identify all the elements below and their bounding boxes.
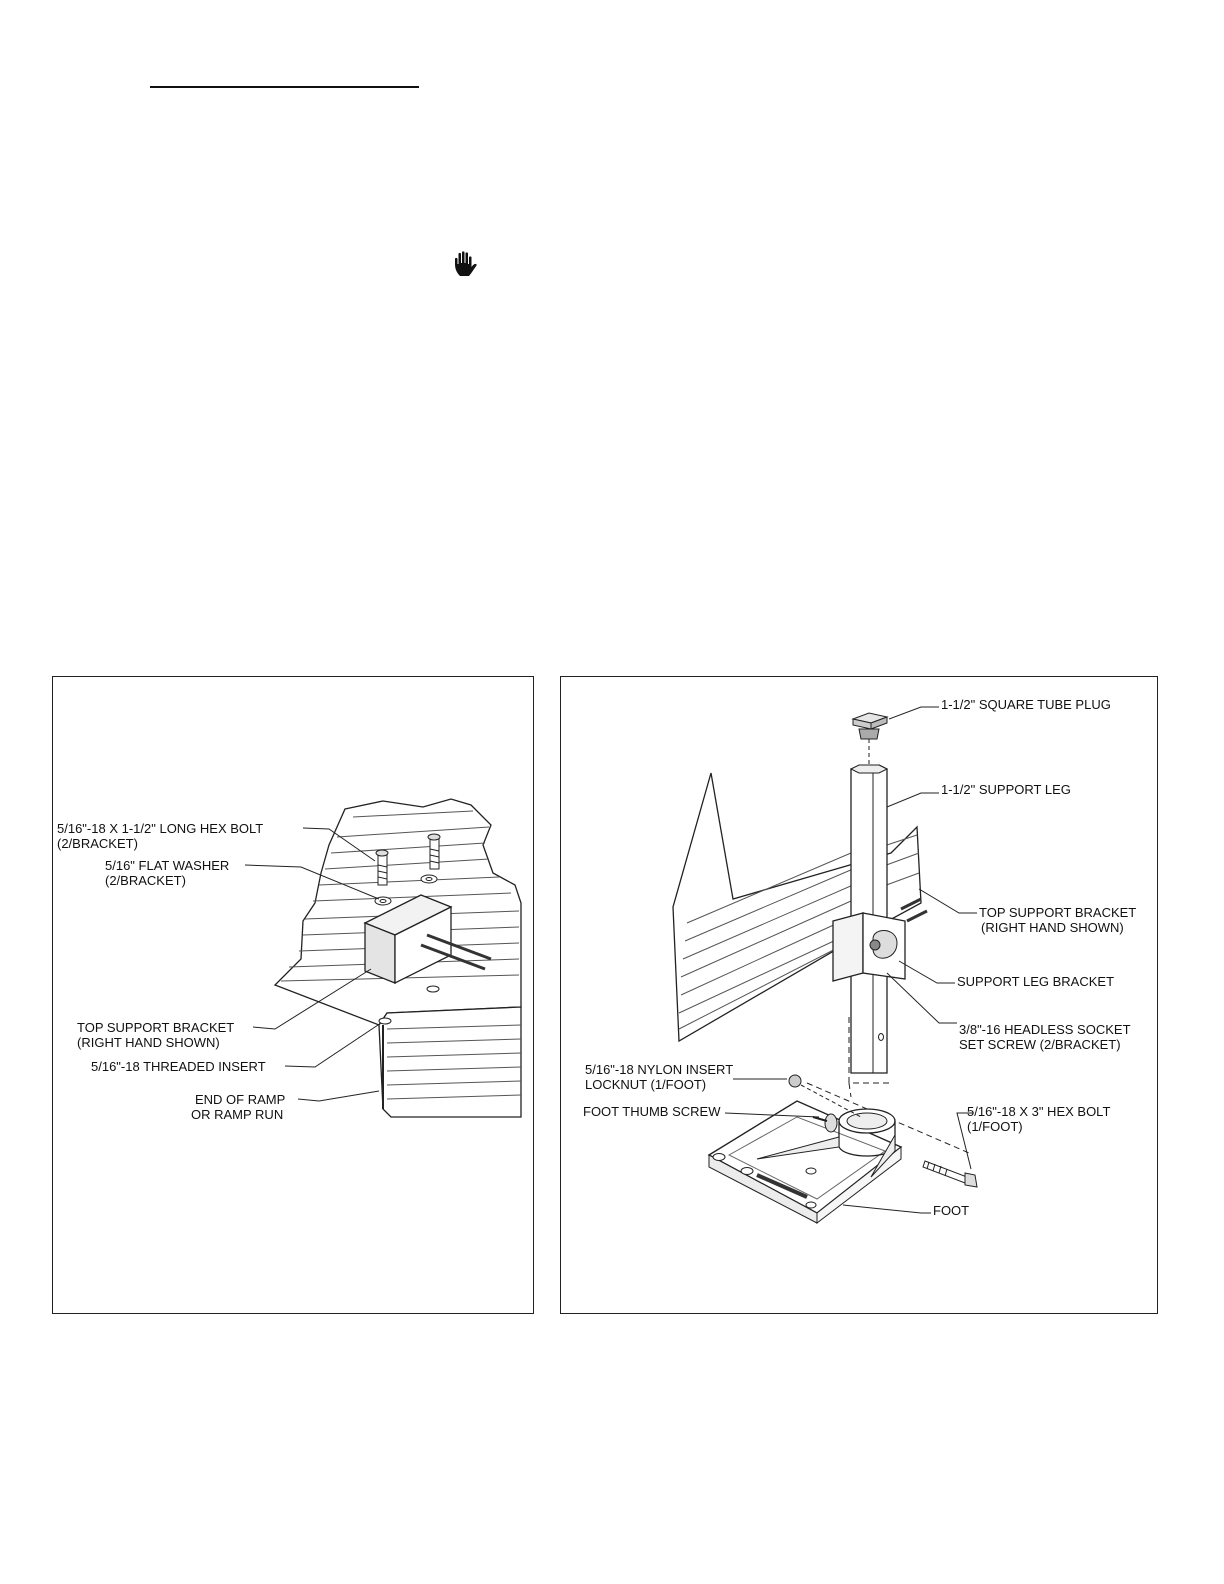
leg-phantom: [806, 1017, 970, 1154]
figure-top-support-bracket: 5/16"-18 X 1-1/2" LONG HEX BOLT (2/BRACK…: [52, 676, 534, 1314]
hand-stop-icon: [455, 251, 477, 276]
label-end-of-ramp-alt: OR RAMP RUN: [191, 1107, 283, 1122]
label-locknut: 5/16"-18 NYLON INSERT: [585, 1062, 733, 1077]
hex-bolt-3in-part: [922, 1160, 978, 1188]
label-top-support-bracket: TOP SUPPORT BRACKET: [979, 905, 1136, 920]
label-support-leg: 1-1/2" SUPPORT LEG: [941, 782, 1071, 797]
label-thumb-screw: FOOT THUMB SCREW: [583, 1104, 721, 1119]
figure-support-leg-foot: 1-1/2" SQUARE TUBE PLUG 1-1/2" SUPPORT L…: [560, 676, 1158, 1314]
label-hex-bolt: 5/16"-18 X 1-1/2" LONG HEX BOLT: [57, 821, 263, 836]
label-locknut-qty: LOCKNUT (1/FOOT): [585, 1077, 706, 1092]
label-threaded-insert: 5/16"-18 THREADED INSERT: [91, 1059, 266, 1074]
label-flat-washer: 5/16" FLAT WASHER: [105, 858, 229, 873]
square-tube-plug: [851, 712, 889, 765]
label-foot: FOOT: [933, 1203, 969, 1218]
heading-underline: [150, 86, 419, 88]
label-top-support-bracket: TOP SUPPORT BRACKET: [77, 1020, 234, 1035]
label-tube-plug: 1-1/2" SQUARE TUBE PLUG: [941, 697, 1111, 712]
label-hex-bolt: 5/16"-18 X 3" HEX BOLT: [967, 1104, 1110, 1119]
label-support-leg-bracket: SUPPORT LEG BRACKET: [957, 974, 1114, 989]
top-support-bracket-part: [363, 894, 492, 985]
label-set-screw-qty: SET SCREW (2/BRACKET): [959, 1037, 1121, 1052]
end-of-ramp-lip: [378, 1006, 522, 1118]
leader-lines: [244, 827, 382, 1102]
label-hex-bolt-qty: (1/FOOT): [967, 1119, 1023, 1134]
label-top-support-bracket-note: (RIGHT HAND SHOWN): [77, 1035, 220, 1050]
support-leg-assembly-drawing: 1-1/2" SQUARE TUBE PLUG 1-1/2" SUPPORT L…: [583, 697, 1136, 1225]
foot-part: [707, 1100, 903, 1225]
label-set-screw: 3/8"-16 HEADLESS SOCKET: [959, 1022, 1131, 1037]
label-top-support-bracket-note: (RIGHT HAND SHOWN): [981, 920, 1124, 935]
bracket-assembly-drawing: 5/16"-18 X 1-1/2" LONG HEX BOLT (2/BRACK…: [57, 798, 522, 1122]
hex-bolts: [375, 833, 441, 886]
ramp-section: [672, 772, 928, 1043]
foot-thumb-screw-part: [812, 1113, 838, 1133]
label-hex-bolt-qty: (2/BRACKET): [57, 836, 138, 851]
leader-lines: [724, 706, 977, 1214]
label-end-of-ramp: END OF RAMP: [195, 1092, 285, 1107]
support-leg-bracket-part: [832, 912, 906, 982]
label-flat-washer-qty: (2/BRACKET): [105, 873, 186, 888]
nylon-locknut-part: [788, 1074, 862, 1118]
